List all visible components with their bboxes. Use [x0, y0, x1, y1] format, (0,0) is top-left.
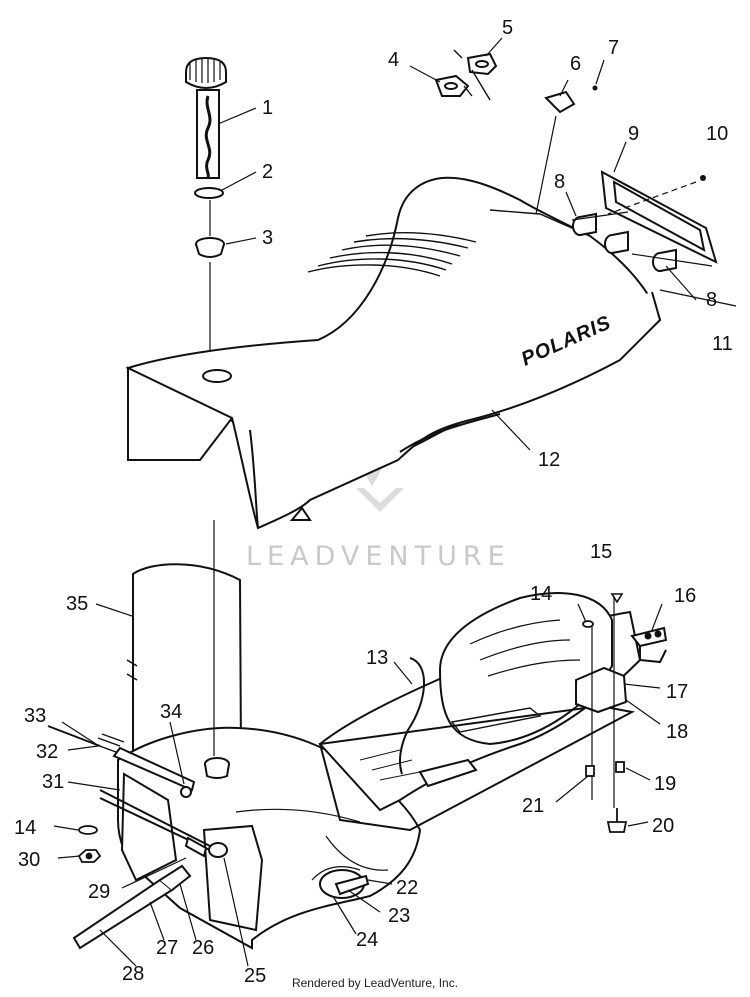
rear-plate: [600, 170, 718, 264]
filler-cap-dipstick: [185, 56, 227, 179]
render-credit: Rendered by LeadVenture, Inc.: [291, 976, 459, 990]
callout-8a: 8: [554, 171, 565, 193]
callout-3: 3: [262, 227, 273, 249]
callout-15: 15: [590, 541, 612, 563]
callout-18: 18: [666, 721, 688, 743]
cushion-pad: [466, 52, 498, 76]
nut: [610, 593, 624, 604]
callout-9: 9: [628, 123, 639, 145]
fitting: [180, 786, 370, 896]
grommet: [195, 237, 225, 258]
leader-line: [571, 211, 737, 307]
seat-cover: [125, 176, 662, 530]
callout-19: 19: [654, 773, 676, 795]
callout-12: 12: [538, 449, 560, 471]
callout-23: 23: [388, 905, 410, 927]
watermark-text: LEADVENTURE: [246, 541, 511, 572]
callout-13: 13: [366, 647, 388, 669]
callout-35: 35: [66, 593, 88, 615]
spacer: [572, 212, 597, 236]
callout-5: 5: [502, 17, 513, 39]
callout-30: 30: [18, 849, 40, 871]
callout-7: 7: [608, 37, 619, 59]
callout-16: 16: [674, 585, 696, 607]
callout-28: 28: [122, 963, 144, 985]
callout-34: 34: [160, 701, 182, 723]
callout-6: 6: [570, 53, 581, 75]
callout-24: 24: [356, 929, 378, 951]
callout-17: 17: [666, 681, 688, 703]
leader-line: [453, 49, 491, 101]
callout-8b: 8: [706, 289, 717, 311]
callout-27: 27: [156, 937, 178, 959]
cushion-pad: [434, 74, 470, 97]
screw: [700, 175, 706, 181]
callout-11: 11: [712, 333, 733, 355]
seat-clip: [544, 90, 576, 114]
callout-2: 2: [262, 161, 273, 183]
fuel-line: [47, 725, 217, 950]
callout-20: 20: [652, 815, 674, 837]
callout-29: 29: [88, 881, 110, 903]
callout-1: 1: [262, 97, 273, 119]
nut: [77, 825, 102, 863]
spacer: [604, 230, 629, 254]
callout-26: 26: [192, 937, 214, 959]
callout-labels: 1 2 3 4 5 6 7 8 8 9 10 11 12 13 14 14 15…: [14, 17, 733, 987]
callout-10: 10: [706, 123, 728, 145]
callout-32: 32: [36, 741, 58, 763]
washer: [194, 187, 224, 199]
callout-4: 4: [388, 49, 399, 71]
callout-14b: 14: [14, 817, 36, 839]
callout-33: 33: [24, 705, 46, 727]
callout-21: 21: [522, 795, 544, 817]
cable: [399, 657, 425, 775]
bolt: [582, 620, 628, 833]
leader-line: [607, 181, 697, 215]
callout-leaders: [53, 37, 697, 967]
rivet: [592, 85, 598, 91]
callout-25: 25: [244, 965, 266, 987]
callout-14a: 14: [530, 583, 552, 605]
callout-31: 31: [42, 771, 64, 793]
callout-22: 22: [396, 877, 418, 899]
